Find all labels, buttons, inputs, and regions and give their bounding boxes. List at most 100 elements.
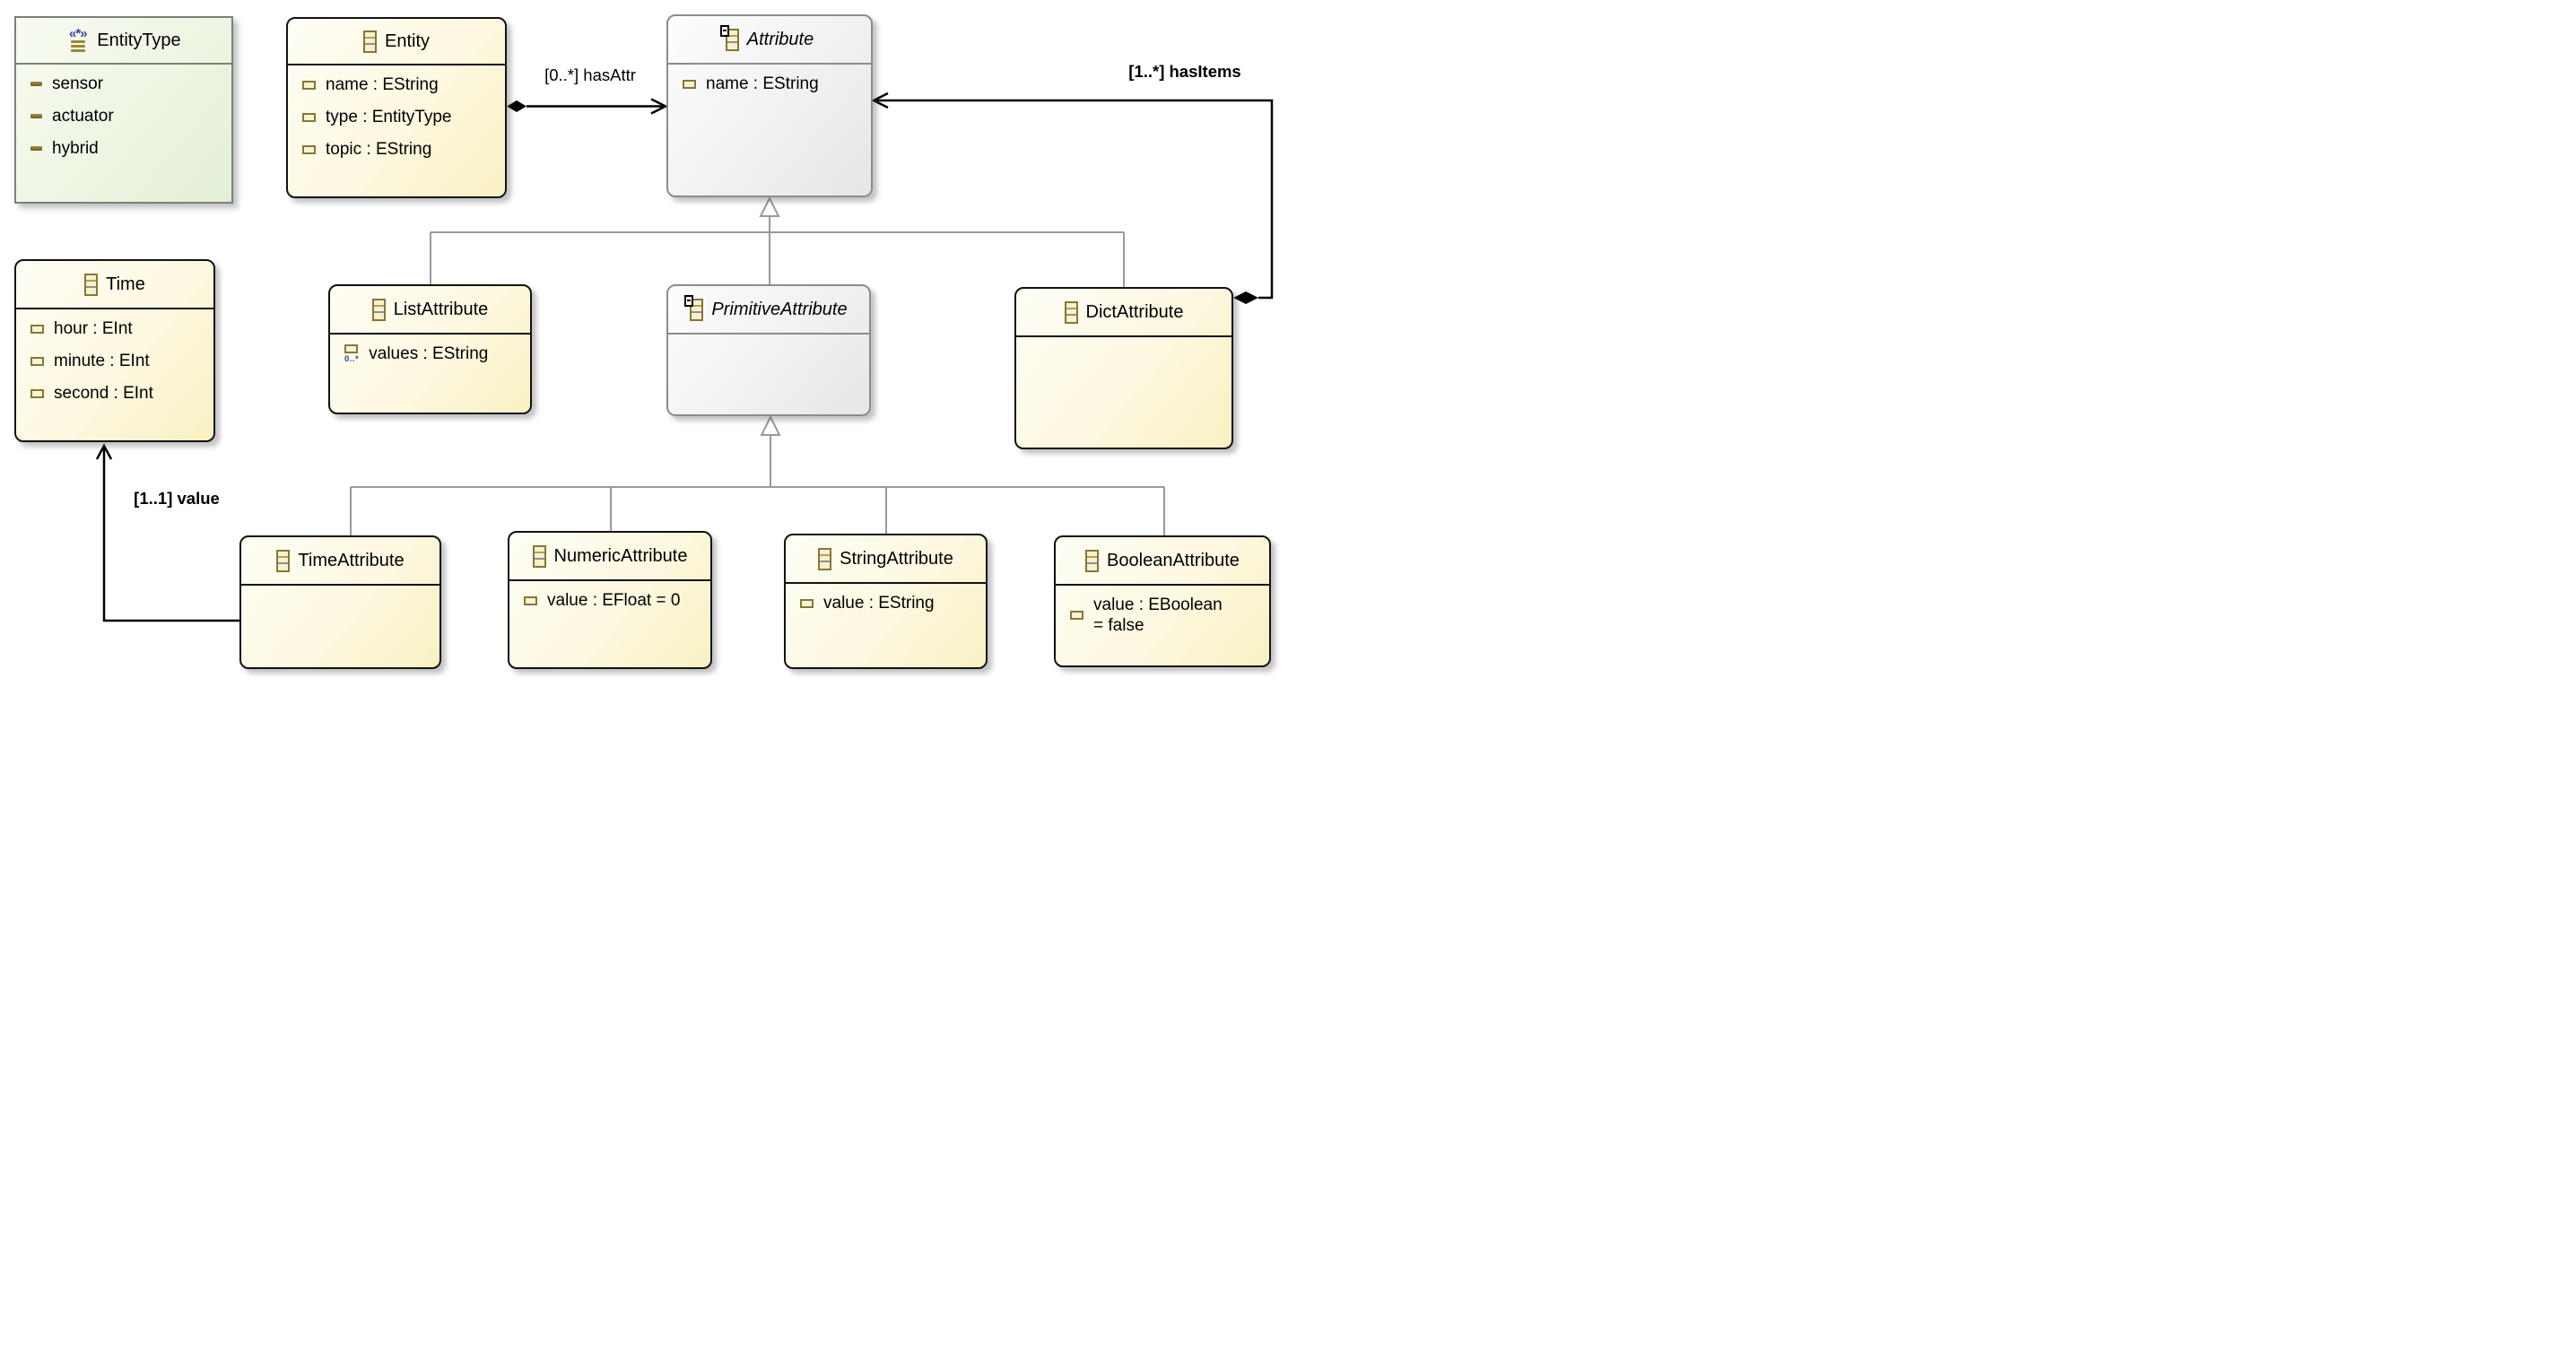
class-header: Entity — [288, 19, 505, 65]
class-header: DictAttribute — [1016, 289, 1231, 337]
class-title: EntityType — [97, 30, 181, 50]
attribute-row[interactable]: name : EString — [302, 74, 500, 95]
attribute-label: minute : EInt — [54, 352, 150, 370]
abstract-badge — [684, 294, 694, 307]
class-header: Attribute — [668, 16, 871, 65]
eattribute-icon — [683, 79, 696, 89]
eenum-icon: «*» — [66, 27, 89, 52]
eclass-icon — [371, 298, 386, 321]
attribute-label: name : EString — [326, 75, 439, 94]
open-arrowhead-icon — [871, 91, 889, 109]
open-arrowhead-icon — [95, 443, 113, 460]
class-title: ListAttribute — [393, 299, 489, 319]
attribute-label: name : EString — [706, 74, 819, 93]
enum-literal-label: actuator — [52, 107, 114, 126]
eattribute-icon — [800, 598, 814, 608]
eclass-icon — [1064, 300, 1078, 324]
generalization-to-primitive-attribute[interactable] — [350, 414, 1165, 535]
class-header: BooleanAttribute — [1056, 537, 1269, 586]
attribute-label: value : EBoolean = false — [1093, 596, 1223, 635]
containment-diamond-icon — [507, 100, 527, 112]
abstract-badge — [719, 24, 729, 37]
class-header: «*» EntityType — [16, 18, 231, 65]
eclass-icon — [276, 549, 291, 572]
has-items-connector[interactable] — [871, 91, 1274, 304]
class-box-time[interactable]: Time hour : EInt minute : EInt second : … — [14, 259, 215, 442]
class-title: Attribute — [746, 29, 814, 49]
class-title: PrimitiveAttribute — [711, 299, 848, 319]
enum-literal-label: hybrid — [52, 139, 99, 158]
class-header: PrimitiveAttribute — [668, 286, 869, 335]
edge-label-has-items[interactable]: [1..*] hasItems — [1128, 62, 1241, 81]
eenumliteral-icon — [30, 82, 42, 86]
class-box-numeric-attribute[interactable]: NumericAttribute value : EFloat = 0 — [508, 531, 712, 669]
multiplicity-badge: 0..* — [344, 353, 360, 364]
class-header: Time — [16, 261, 213, 309]
class-box-entity-type[interactable]: «*» EntityType sensor actuator hybrid — [14, 16, 233, 204]
class-box-entity[interactable]: Entity name : EString type : EntityType … — [286, 17, 507, 198]
attribute-label: type : EntityType — [326, 108, 452, 126]
eattribute-icon: 0..* — [344, 343, 360, 364]
enum-literal-row[interactable]: hybrid — [30, 138, 226, 159]
eattribute-icon — [302, 144, 316, 154]
attribute-row[interactable]: value : EFloat = 0 — [524, 590, 705, 611]
attribute-row[interactable]: second : EInt — [30, 383, 208, 404]
attribute-row[interactable]: value : EBoolean = false — [1070, 595, 1264, 636]
class-title: Time — [106, 274, 145, 294]
attribute-label: topic : EString — [326, 140, 432, 159]
attribute-label: hour : EInt — [54, 319, 133, 338]
attribute-label: value : EString — [823, 594, 935, 613]
eclass-icon — [532, 544, 546, 568]
attribute-row[interactable]: minute : EInt — [30, 351, 208, 371]
class-box-string-attribute[interactable]: StringAttribute value : EString — [784, 534, 988, 669]
class-title: DictAttribute — [1085, 301, 1184, 322]
class-title: NumericAttribute — [553, 545, 688, 566]
class-box-boolean-attribute[interactable]: BooleanAttribute value : EBoolean = fals… — [1054, 535, 1271, 667]
value-connector[interactable] — [95, 443, 239, 622]
edge-label-value[interactable]: [1..1] value — [134, 489, 220, 508]
enum-literal-label: sensor — [52, 74, 104, 93]
eclass-icon — [719, 24, 739, 51]
attribute-row[interactable]: 0..* values : EString — [344, 343, 525, 364]
class-box-list-attribute[interactable]: ListAttribute 0..* values : EString — [328, 284, 532, 414]
class-title: TimeAttribute — [298, 550, 405, 570]
class-title: Entity — [384, 30, 431, 51]
attribute-row[interactable]: name : EString — [683, 74, 866, 94]
attribute-row[interactable]: type : EntityType — [302, 107, 500, 127]
eclass-icon — [818, 547, 832, 570]
eattribute-icon — [1070, 611, 1083, 620]
eattribute-icon — [302, 80, 316, 90]
eattribute-icon — [524, 596, 537, 605]
enum-literal-row[interactable]: actuator — [30, 106, 226, 126]
edge-label-has-attr[interactable]: [0..*] hasAttr — [544, 65, 636, 84]
has-attr-connector[interactable] — [507, 98, 668, 115]
class-header: StringAttribute — [786, 535, 986, 584]
attribute-row[interactable]: topic : EString — [302, 139, 500, 160]
connector-layer — [95, 91, 1274, 622]
attribute-row[interactable]: hour : EInt — [30, 318, 208, 339]
generalization-triangle-icon — [759, 196, 780, 217]
generalization-to-attribute[interactable] — [430, 196, 1125, 287]
class-title: StringAttribute — [840, 548, 953, 569]
class-header: TimeAttribute — [241, 537, 439, 586]
attribute-label: value : EFloat = 0 — [547, 591, 681, 610]
generalization-triangle-icon — [760, 414, 781, 436]
attribute-row[interactable]: value : EString — [800, 593, 980, 613]
containment-diamond-icon — [1233, 291, 1258, 304]
attribute-label: values : EString — [369, 344, 489, 363]
diagram-canvas[interactable]: [0..*] hasAttr [1..*] hasItems [1..1] va… — [0, 0, 1288, 682]
attribute-label: second : EInt — [54, 384, 153, 403]
enum-literal-row[interactable]: sensor — [30, 74, 226, 94]
eenumliteral-icon — [30, 114, 42, 118]
eenumliteral-icon — [30, 146, 42, 151]
class-title: BooleanAttribute — [1107, 550, 1240, 570]
eclass-icon — [84, 273, 99, 296]
eclass-icon — [362, 30, 377, 53]
class-box-dict-attribute[interactable]: DictAttribute — [1014, 287, 1233, 449]
class-header: NumericAttribute — [509, 533, 710, 581]
class-box-time-attribute[interactable]: TimeAttribute — [239, 535, 441, 669]
class-box-attribute[interactable]: Attribute name : EString — [666, 14, 873, 197]
eclass-icon — [1085, 549, 1100, 572]
eattribute-icon — [30, 324, 44, 334]
class-box-primitive-attribute[interactable]: PrimitiveAttribute — [666, 284, 871, 416]
